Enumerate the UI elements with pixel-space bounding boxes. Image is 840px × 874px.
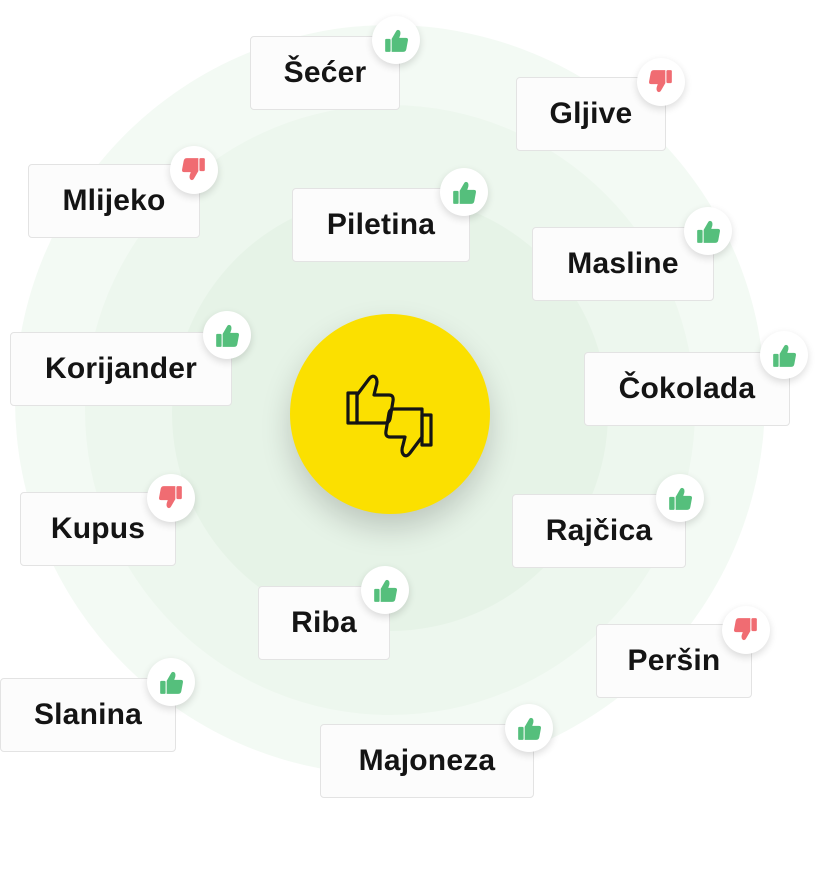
ingredient-card: Slanina — [0, 678, 176, 752]
ingredient-card: Masline — [532, 227, 714, 301]
ingredient-label: Piletina — [326, 208, 436, 241]
thumbs-up-icon — [760, 331, 808, 379]
thumbs-up-icon — [684, 207, 732, 255]
thumbs-up-icon — [440, 168, 488, 216]
thumbs-up-icon — [361, 566, 409, 614]
ingredient-label: Slanina — [33, 698, 143, 731]
ingredient-label: Kupus — [50, 512, 146, 545]
ingredient-label: Gljive — [549, 97, 633, 130]
ingredient-card: Čokolada — [584, 352, 790, 426]
ingredient-label: Šećer — [283, 56, 367, 89]
ingredient-card: Korijander — [10, 332, 232, 406]
thumbs-up-icon — [203, 311, 251, 359]
ingredient-label: Korijander — [44, 352, 198, 385]
ingredient-label: Majoneza — [358, 744, 496, 777]
ingredient-card: Rajčica — [512, 494, 686, 568]
thumbs-up-down-icon — [346, 374, 433, 458]
thumbs-up-icon — [372, 16, 420, 64]
thumbs-up-icon — [147, 658, 195, 706]
ingredient-label: Peršin — [627, 644, 721, 677]
ingredient-label: Riba — [291, 606, 357, 639]
ingredient-card: Majoneza — [320, 724, 534, 798]
ingredient-label: Čokolada — [618, 372, 756, 405]
ingredient-label: Masline — [567, 247, 679, 280]
ingredient-label: Rajčica — [545, 514, 653, 547]
thumbs-up-icon — [656, 474, 704, 522]
ingredient-card: Piletina — [292, 188, 470, 262]
ingredient-label: Mlijeko — [62, 184, 166, 217]
thumbs-down-icon — [722, 606, 770, 654]
thumbs-down-icon — [637, 58, 685, 106]
thumbs-up-icon — [505, 704, 553, 752]
thumbs-down-icon — [170, 146, 218, 194]
thumbs-down-icon — [147, 474, 195, 522]
center-hub — [290, 314, 490, 514]
